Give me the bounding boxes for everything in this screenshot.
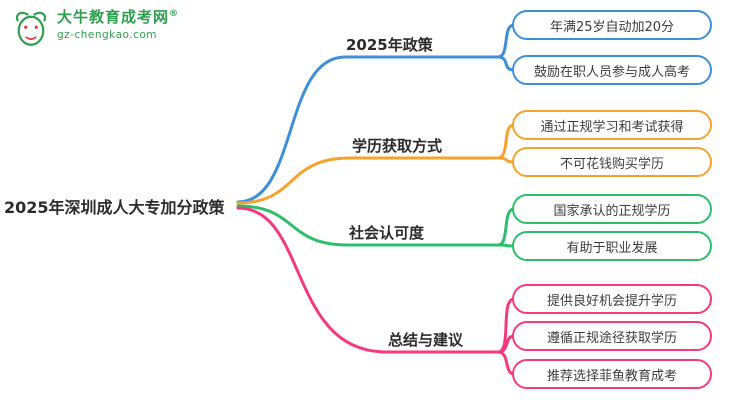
leaf-node-summary-1: 提供良好机会提升学历 bbox=[512, 284, 712, 314]
leaf-node-policy-1: 年满25岁自动加20分 bbox=[512, 10, 712, 40]
leaf-node-recognition-2: 有助于职业发展 bbox=[512, 231, 712, 261]
logo-title: 大牛教育成考网® bbox=[57, 8, 179, 26]
branch-label-summary: 总结与建议 bbox=[388, 331, 464, 349]
branch-label-policy: 2025年政策 bbox=[346, 36, 433, 54]
site-logo: 大牛教育成考网® gz-chengkao.com bbox=[10, 8, 179, 50]
logo-domain: gz-chengkao.com bbox=[57, 29, 158, 41]
branch-label-degree: 学历获取方式 bbox=[352, 137, 443, 155]
branch-label-recognition: 社会认可度 bbox=[349, 224, 425, 242]
logo-text-block: 大牛教育成考网® gz-chengkao.com bbox=[57, 8, 179, 41]
logo-title-text: 大牛教育成考网 bbox=[57, 8, 170, 26]
leaf-node-degree-1: 通过正规学习和考试获得 bbox=[512, 110, 712, 140]
leaf-node-policy-2: 鼓励在职人员参与成人高考 bbox=[512, 55, 712, 85]
leaf-node-summary-3: 推荐选择菲鱼教育成考 bbox=[512, 359, 712, 389]
registered-mark: ® bbox=[169, 9, 180, 19]
leaf-node-degree-2: 不可花钱购买学历 bbox=[512, 147, 712, 177]
leaf-node-recognition-1: 国家承认的正规学历 bbox=[512, 194, 712, 224]
leaf-node-summary-2: 遵循正规途径获取学历 bbox=[512, 321, 712, 351]
root-node: 2025年深圳成人大专加分政策 bbox=[4, 198, 225, 217]
bull-logo-icon bbox=[15, 11, 47, 46]
